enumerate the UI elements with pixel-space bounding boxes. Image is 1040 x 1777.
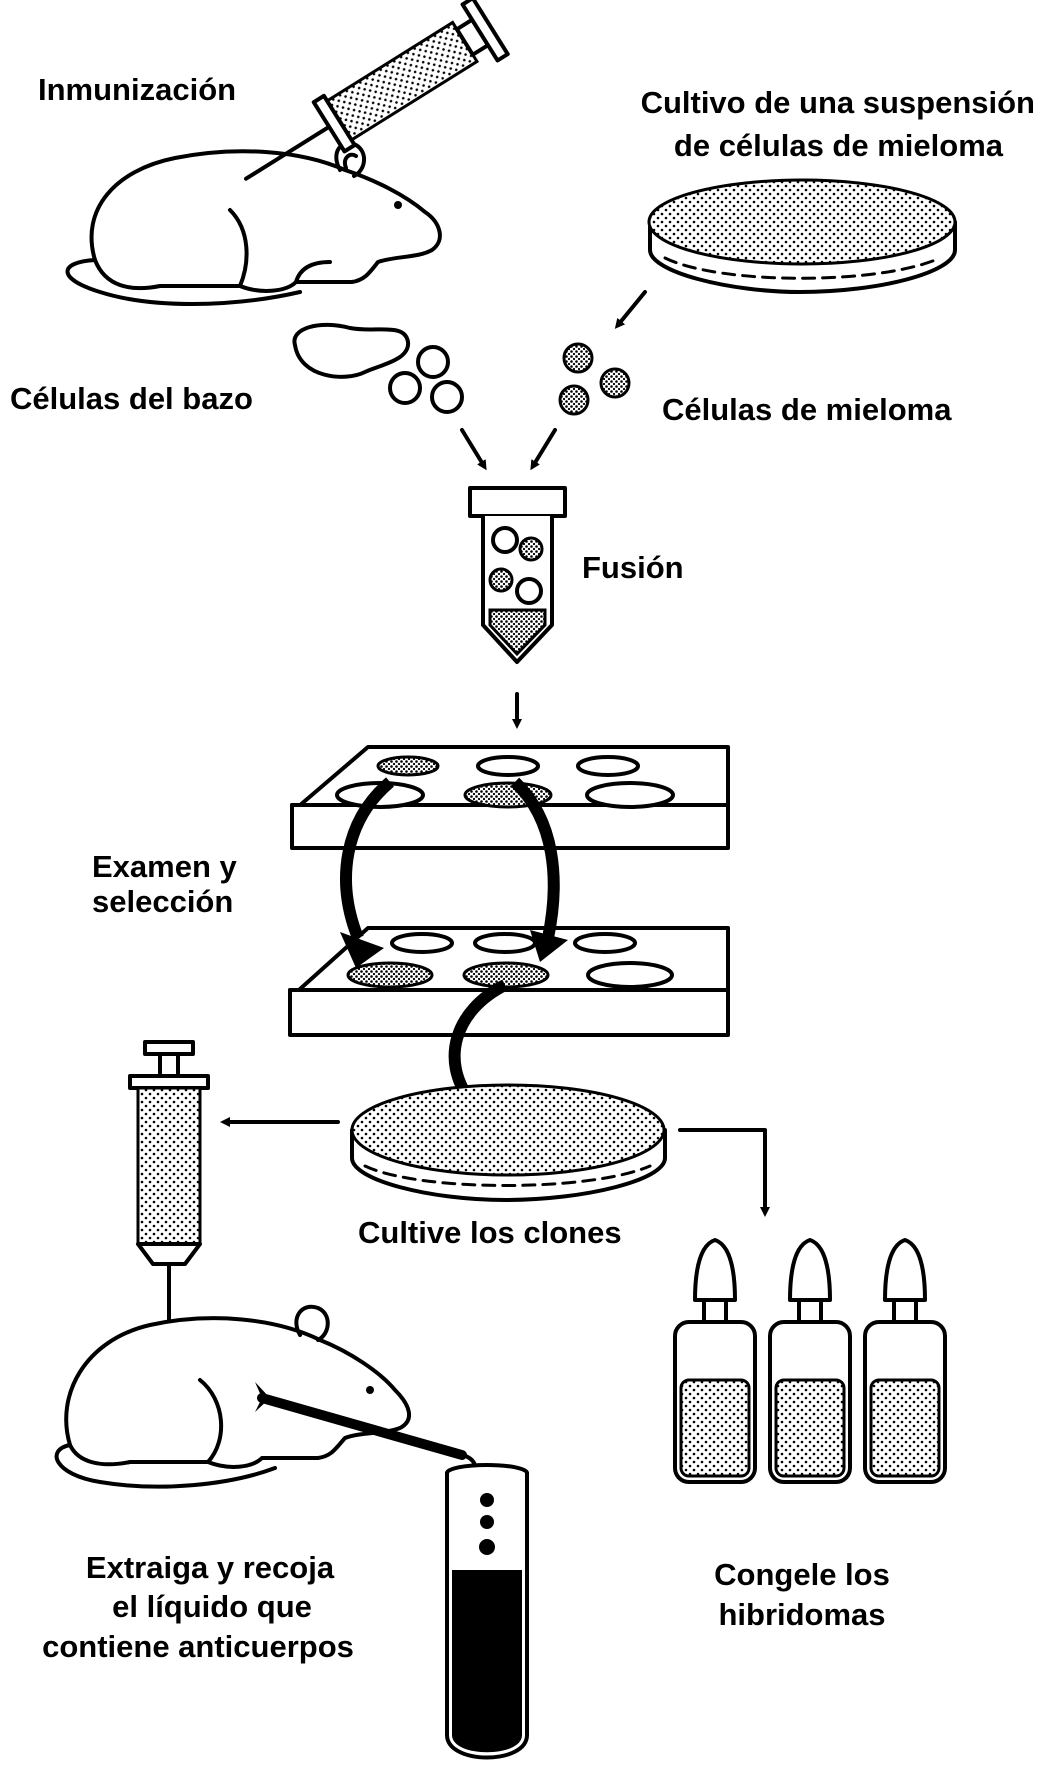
collection-tube-icon: [255, 1382, 529, 1760]
label-culture-clones: Cultive los clones: [358, 1215, 622, 1250]
spleen-icon: [292, 322, 410, 379]
myeloma-culture-dish-icon: [647, 178, 957, 294]
ampoule-1: [673, 1238, 757, 1484]
mouse-bottom-icon: [54, 1304, 411, 1489]
ampoule-2: [768, 1238, 852, 1484]
arrows-from-dish: [220, 1117, 770, 1217]
label-myeloma-culture-1: Cultivo de una suspensión: [641, 85, 1035, 120]
well-plate-bottom-icon: [288, 926, 730, 1037]
ampoules-icon: [673, 1238, 947, 1484]
fusion-tube-icon: [468, 486, 567, 664]
label-myeloma-cells: Células de mieloma: [662, 392, 952, 427]
myeloma-cells-icon: [558, 342, 631, 416]
clone-culture-dish-icon: [350, 1083, 667, 1202]
syringe-top-icon: [244, 0, 510, 181]
ampoule-3: [863, 1238, 947, 1484]
syringe-bottom-icon: [128, 1040, 210, 1357]
label-screening-2: selección: [92, 884, 233, 919]
label-myeloma-culture-2: de células de mieloma: [674, 128, 1004, 163]
label-extract-3: contiene anticuerpos: [42, 1629, 354, 1664]
label-fusion: Fusión: [582, 550, 684, 585]
mouse-top-icon: [65, 141, 442, 306]
label-extract-1: Extraiga y recoja: [86, 1550, 335, 1585]
label-spleen-cells: Células del bazo: [10, 381, 253, 416]
label-immunization: Inmunización: [38, 72, 236, 107]
label-extract-2: el líquido que: [112, 1589, 312, 1624]
spleen-cells-icon: [388, 345, 464, 414]
label-freeze-1: Congele los: [714, 1557, 890, 1592]
label-freeze-2: hibridomas: [718, 1597, 885, 1632]
arrows-to-fusion: [460, 290, 647, 471]
label-screening-1: Examen y: [92, 849, 238, 884]
